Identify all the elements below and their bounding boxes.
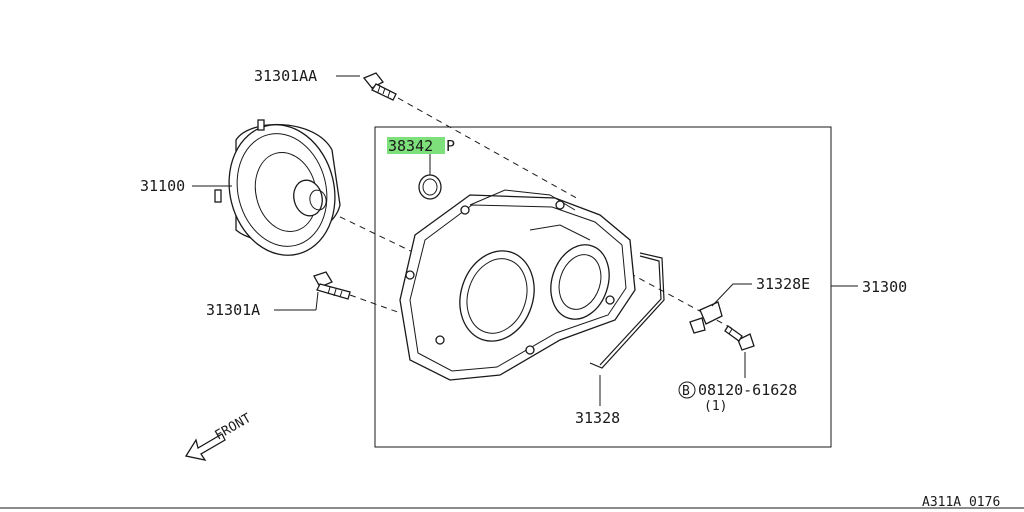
leader-31328e <box>711 283 752 307</box>
assembly-line-bracket <box>619 267 736 331</box>
housing-group-frame <box>374 126 832 448</box>
leader-31301a-tick <box>315 291 319 311</box>
torque-converter-part[interactable] <box>214 113 348 266</box>
bolt-31301aa-part[interactable] <box>362 72 397 101</box>
label-31301aa[interactable]: 31301AA <box>254 67 317 85</box>
label-31328e[interactable]: 31328E <box>756 275 810 293</box>
bolt-31301a-part[interactable] <box>313 271 351 300</box>
bolt-standard-badge: B <box>682 384 690 399</box>
bracket-31328e-part[interactable] <box>689 301 723 334</box>
bolt-08120-61628-part[interactable] <box>724 325 755 351</box>
label-08120-61628[interactable]: 08120-61628 <box>698 381 797 399</box>
seal-38342p-part[interactable] <box>418 174 442 200</box>
label-31300[interactable]: 31300 <box>862 278 907 296</box>
tube-31328-part[interactable] <box>589 252 665 369</box>
label-38342-highlighted[interactable]: 38342 <box>388 137 433 155</box>
converter-housing-part[interactable] <box>399 189 636 381</box>
assembly-line-top-bolt <box>397 97 581 201</box>
label-quantity: (1) <box>704 399 727 414</box>
label-38342-suffix: P <box>446 137 455 155</box>
bolt-standard-badge-circle <box>678 381 696 399</box>
label-31100[interactable]: 31100 <box>140 177 185 195</box>
label-31328[interactable]: 31328 <box>575 409 620 427</box>
diagram-code: A311A 0176 <box>922 495 1000 510</box>
front-label: FRONT <box>213 411 255 444</box>
label-31301a[interactable]: 31301A <box>206 301 260 319</box>
assembly-line-lower-bolt <box>349 294 421 321</box>
highlight-38342 <box>387 137 445 154</box>
front-arrow-icon <box>184 433 226 461</box>
